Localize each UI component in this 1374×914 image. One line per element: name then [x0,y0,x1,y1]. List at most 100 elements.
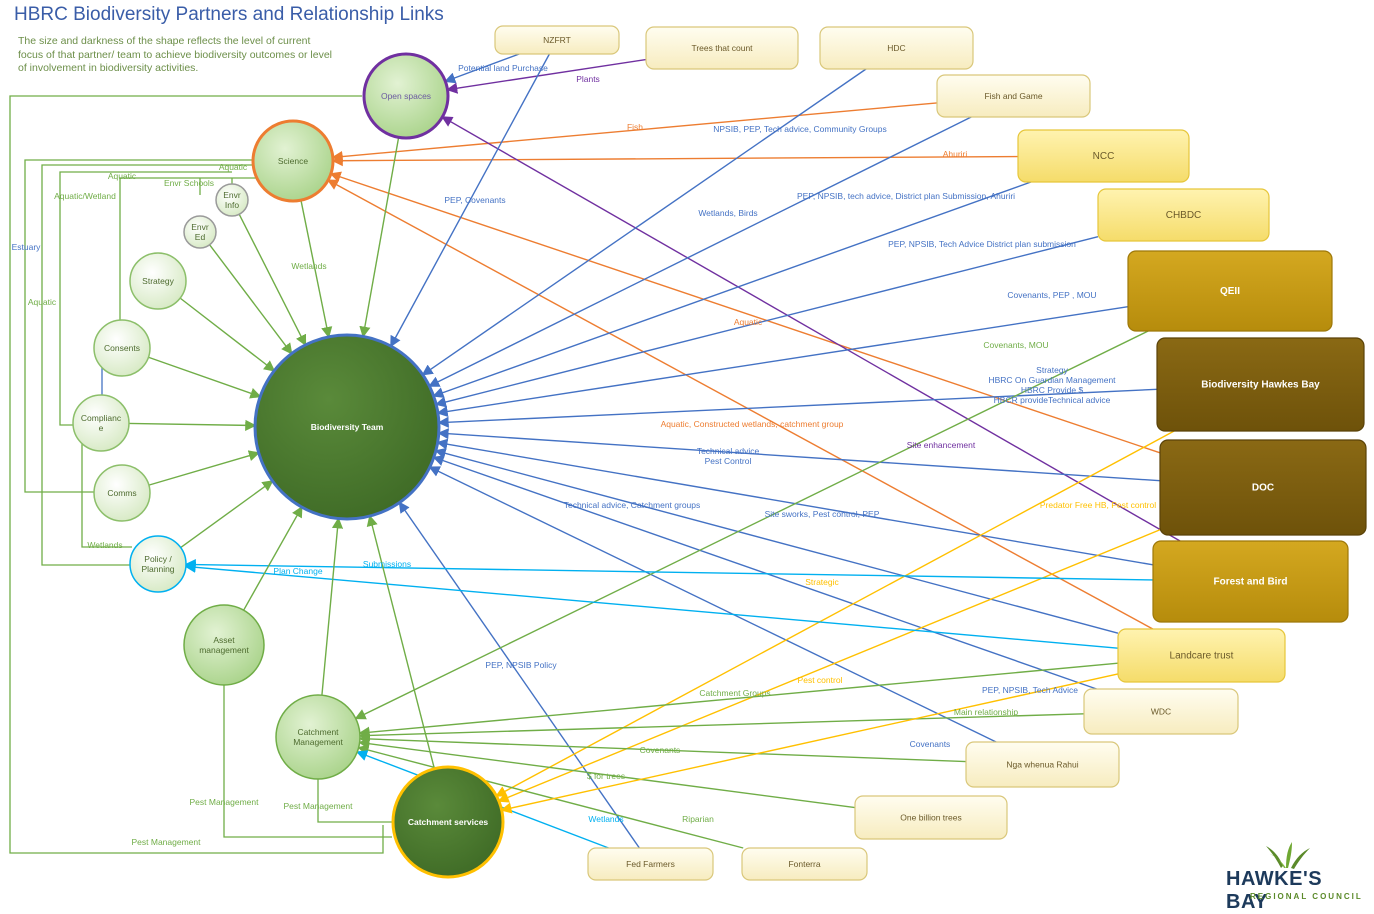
edge-label: Main relationship [954,707,1019,717]
edge-doc-to-catchment_services [497,529,1161,803]
hbrc-logo: HAWKE'S BAY REGIONAL COUNCIL [1226,840,1366,913]
edge-nzfrt-to-biodiversity_team [390,53,551,348]
side-label: Wetlands [87,540,122,550]
node-bhb: Biodiversity Hawkes Bay [1156,337,1365,432]
node-label: Science [278,156,309,166]
edge-label: Riparian [682,814,714,824]
node-consents: Consents [93,319,151,377]
edge-doc-to-biodiversity_team [437,428,1161,482]
logo-subtitle: REGIONAL COUNCIL [1250,892,1363,901]
edge-landcare-to-science [326,179,1154,630]
edge-label: Wetlands [588,814,623,824]
node-science: Science [251,119,335,203]
node-shape [1097,188,1270,242]
edge-wdc-to-catchment_mgmt [358,713,1085,742]
node-shape [645,26,799,70]
node-label: Strategy [142,276,174,286]
side-label: Aquatic [108,171,137,181]
edge-label: Potential land Purchase [458,63,548,73]
node-hdc: HDC [819,26,974,70]
edge-label: Wetlands, Birds [698,208,757,218]
node-shape [1152,540,1349,623]
node-doc: DOC [1159,439,1367,536]
node-strategy: Strategy [129,252,187,310]
edge-forest_bird-to-open_spaces [441,116,1181,542]
edge-open_spaces-to-biodiversity_team [359,137,400,338]
node-shape [1127,250,1333,332]
node-nzfrt: NZFRT [494,25,620,55]
edge-forest_bird-to-policy [184,559,1154,581]
edge-chbdc-to-biodiversity_team [434,235,1099,408]
side-label: Aquatic [219,162,248,172]
edge-hdc-to-biodiversity_team [421,68,867,376]
edge-nga_whenua-to-biodiversity_team [428,466,997,743]
edge-landcare-to-catchment_mgmt [358,662,1119,738]
labels-layer: Potential land PurchasePlantsFishAhuriri… [12,63,1157,847]
node-shape [1156,337,1365,432]
edge-landcare-to-catchment_services [500,673,1119,814]
edge-label: Catchment Groups [699,688,770,698]
node-catchment-services: Catchment services [391,765,505,879]
edge-envr_ed-to-biodiversity_team [209,244,293,355]
node-comms: Comms [93,464,151,522]
edge-label: Aquatic, Constructed wetlands, catchment… [661,419,844,429]
edge-fed_farmers-to-biodiversity_team [398,501,640,849]
edge-qeii-to-catchment_mgmt [354,330,1149,720]
edge-label: Fish [627,122,643,132]
edge-label: Site enhancement [907,440,976,450]
edge-fish_game-to-biodiversity_team [428,116,972,387]
node-label: DOC [1252,483,1274,494]
node-label: Biodiversity Hawkes Bay [1201,380,1320,391]
node-label: Fonterra [788,859,820,869]
edge-label: PEP, NPSIB, Tech Advice [982,685,1078,695]
edge-label: PEP, Covenants [444,195,505,205]
node-shape [965,741,1120,788]
node-label: Biodiversity Team [311,422,384,432]
edge-label: PEP, NPSIB, Tech Advice District plan su… [888,239,1076,249]
edge-label: Aquatic [734,317,763,327]
node-nga-whenua: Nga whenua Rahui [965,741,1120,788]
node-label: Trees that count [691,43,753,53]
side-label: Pest Management [190,797,260,807]
node-shape [93,319,151,377]
edge-label: Covenants, PEP , MOU [1007,290,1096,300]
edge-label: Site sworks, Pest control, PEP [765,509,880,519]
node-shape [1083,688,1239,735]
node-shape [129,535,187,593]
edge-qeii-to-biodiversity_team [436,306,1129,418]
node-shape [819,26,974,70]
node-label: NZFRT [543,35,571,45]
edge-policy-to-biodiversity_team [180,480,274,549]
node-label: WDC [1151,707,1171,717]
node-qeii: QEII [1127,250,1333,332]
node-shape [215,183,249,217]
node-shape [93,464,151,522]
side-label: Estuary [12,242,42,252]
edge-landcare-to-policy [184,561,1119,649]
node-shape [494,25,620,55]
edge-label: NPSIB, PEP, Tech advice, Community Group… [713,124,887,134]
node-shape [741,847,868,881]
node-label: Comms [107,488,136,498]
node-shape [183,215,217,249]
node-fonterra: Fonterra [741,847,868,881]
node-shape [1159,439,1367,536]
node-shape [183,604,265,686]
edge-ncc-to-science [331,155,1019,167]
edge-label: PEP, NPSIB, tech advice, District plan S… [797,191,1015,201]
node-shape [362,52,450,140]
edge-nga_whenua-to-catchment_mgmt [358,733,967,763]
node-shape [1017,129,1190,183]
edge-landcare-to-biodiversity_team [434,447,1119,634]
